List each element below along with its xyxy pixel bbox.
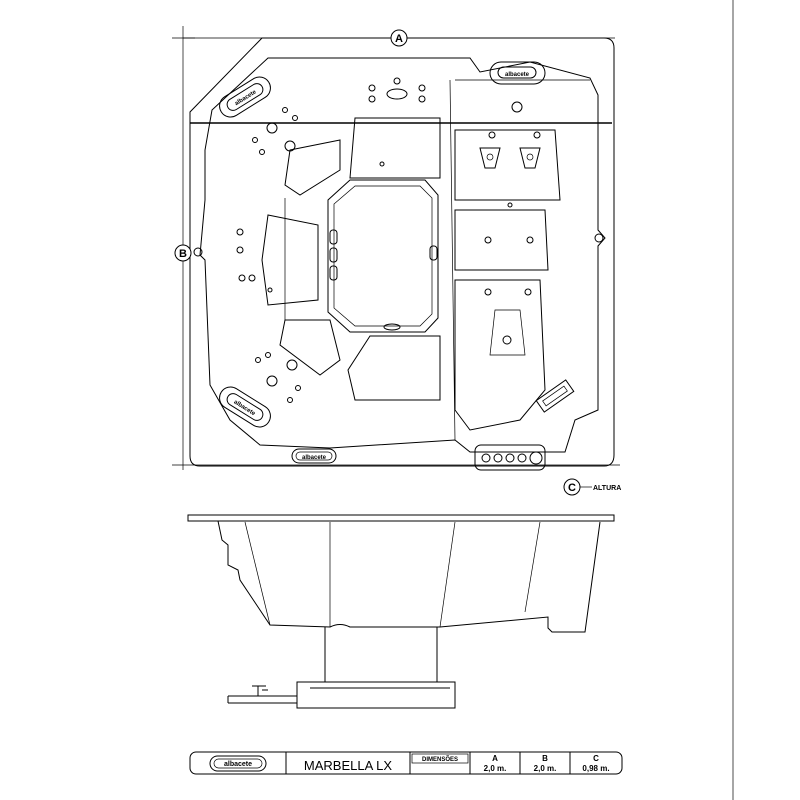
dimension-c-letter: C — [593, 754, 599, 763]
lounger-bottom-left — [279, 319, 341, 376]
model-name: MARBELLA LX — [304, 758, 392, 773]
dimension-a-letter: A — [492, 754, 498, 763]
central-footwell — [327, 179, 439, 333]
side-panels — [244, 521, 541, 628]
pillow-top-left: albacete — [219, 76, 271, 118]
seat-left — [261, 214, 319, 306]
brand-plate-bottom: albacete — [291, 448, 337, 464]
dimension-c-value: 0,98 m. — [582, 764, 609, 773]
drain-pipe — [227, 685, 297, 704]
brand-badge-top-right: albacete — [505, 72, 530, 78]
marker-c-label: C — [568, 482, 576, 494]
marker-c-caption: ALTURA — [593, 485, 621, 492]
seat-top — [349, 117, 441, 179]
spa-inner-rim — [199, 57, 606, 453]
marker-a-label: A — [395, 33, 403, 45]
seat-right-lounger — [454, 279, 546, 431]
marker-c: C ALTURA — [563, 478, 621, 496]
seat-right-middle — [454, 209, 549, 271]
base-plinth — [296, 681, 456, 709]
side-view — [187, 514, 615, 709]
marker-b-label: B — [179, 248, 187, 260]
brand-badge-title: albacete — [224, 761, 252, 768]
skimmer — [535, 379, 575, 413]
control-panel — [474, 444, 546, 471]
seat-bottom — [347, 335, 441, 401]
dimension-b-letter: B — [542, 754, 548, 763]
dimensions-label: DIMENSÕES — [422, 756, 458, 763]
overflow-right — [594, 233, 604, 243]
title-brand-logo: albacete — [209, 755, 267, 772]
marker-a: A — [390, 29, 408, 47]
seat-right-top — [454, 129, 561, 201]
spa-outer-shell — [189, 37, 615, 467]
pillow-bottom-left: albacete — [219, 386, 271, 428]
rim-divider — [284, 79, 590, 441]
footwell-inner — [333, 185, 433, 327]
lounger-top-left — [284, 139, 341, 196]
side-shell — [217, 520, 601, 633]
side-base — [324, 627, 438, 682]
dimension-b-value: 2,0 m. — [534, 764, 557, 773]
title-block: albacete MARBELLA LX DIMENSÕES A 2,0 m. … — [189, 751, 623, 775]
dimension-a-value: 2,0 m. — [484, 764, 507, 773]
side-rim — [187, 514, 615, 522]
marker-b: B — [174, 244, 192, 262]
top-view: albacete albacete albacete albacete — [172, 26, 621, 496]
lounger-headrest — [489, 309, 526, 356]
jets — [236, 77, 541, 403]
pillow-top-right: albacete — [489, 61, 546, 85]
overflow-left — [193, 247, 203, 257]
brand-badge-bottom: albacete — [302, 455, 327, 461]
